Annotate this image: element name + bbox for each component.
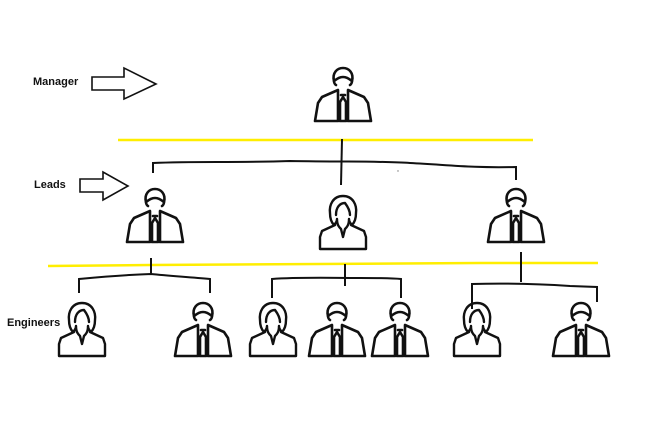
lead3-to-engineers-connector xyxy=(471,252,598,309)
manager-male-icon xyxy=(313,66,373,123)
engineer-4-male-icon xyxy=(307,301,367,358)
manager-level-label: Manager xyxy=(33,76,79,88)
lead-3-male-icon xyxy=(486,187,546,244)
manager-to-leads-connector xyxy=(152,138,517,186)
lead1-to-engineers-connector xyxy=(78,258,211,293)
engineer-1-female-icon xyxy=(57,301,107,358)
engineer-2-male-icon xyxy=(173,301,233,358)
lead2-to-engineers-connector xyxy=(271,264,402,298)
engineers-level-label: Engineers xyxy=(7,317,61,329)
engineer-7-male-icon xyxy=(551,301,611,358)
lead-1-male-icon xyxy=(125,187,185,244)
manager-arrow-icon xyxy=(91,66,158,101)
stray-dot xyxy=(397,170,399,172)
leads-level-label: Leads xyxy=(34,179,66,191)
engineer-5-male-icon xyxy=(370,301,430,358)
engineer-6-female-icon xyxy=(452,301,502,358)
leads-arrow-icon xyxy=(79,170,130,202)
engineer-3-female-icon xyxy=(248,301,298,358)
separator-leads-engineers xyxy=(47,261,598,268)
lead-2-female-icon xyxy=(318,194,368,251)
